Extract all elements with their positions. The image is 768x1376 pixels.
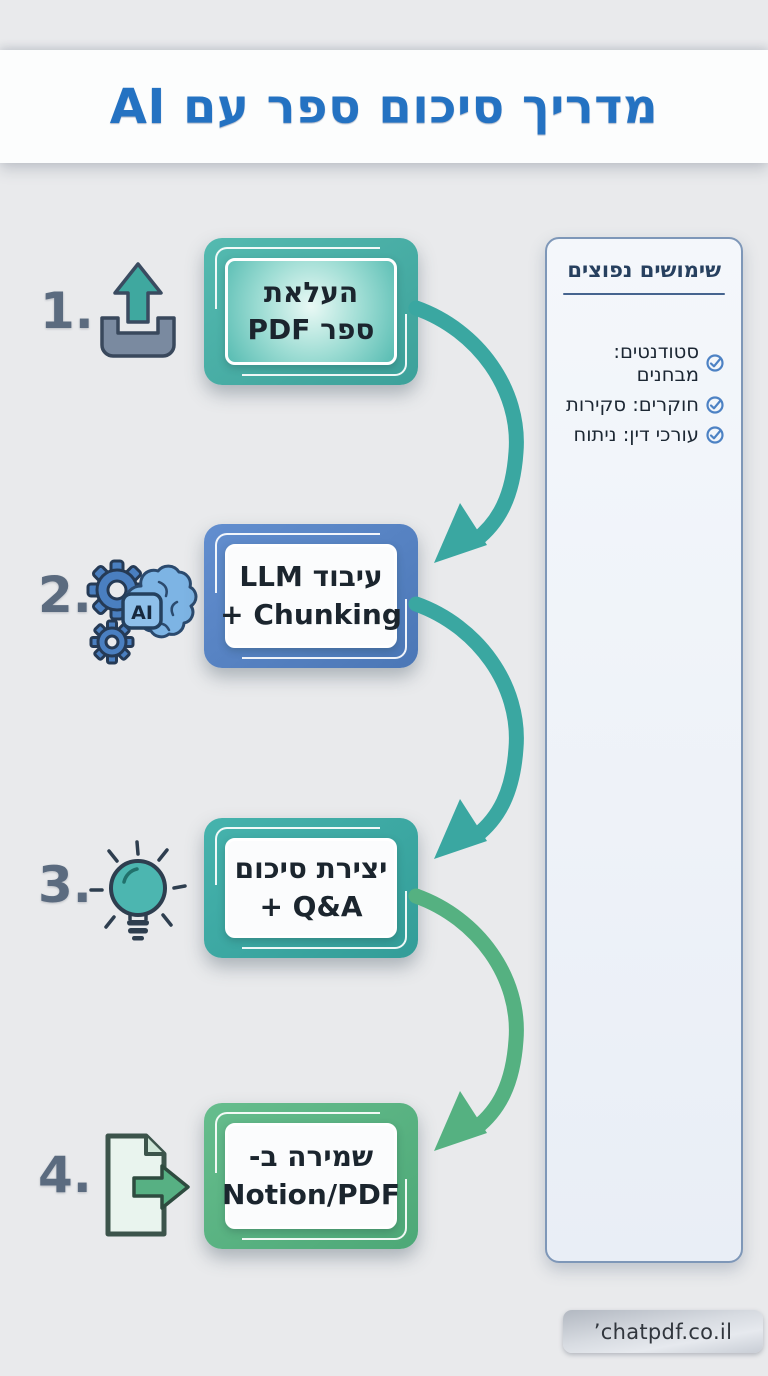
step-2-box: עיבוד LLM + Chunking <box>204 524 418 668</box>
list-item: חוקרים: סקירות <box>559 393 725 416</box>
list-item-label: עורכי דין: ניתוח <box>573 423 699 446</box>
check-circle-icon <box>705 353 725 373</box>
step-4-line-2: Notion/PDF <box>222 1177 400 1211</box>
divider <box>563 293 725 295</box>
title-band: מדריך סיכום ספר עם AI <box>0 50 768 163</box>
document-export-icon <box>92 1126 192 1250</box>
check-circle-icon <box>705 395 725 415</box>
flow-arrow-3-icon <box>408 888 524 1151</box>
step-1-label-card: העלאת ספר PDF <box>225 258 397 365</box>
flow-arrow-2-icon <box>408 596 524 859</box>
common-uses-title: שימושים נפוצים <box>567 258 721 282</box>
list-item-label: חוקרים: סקירות <box>566 393 699 416</box>
step-2-label-card: עיבוד LLM + Chunking <box>220 544 402 648</box>
step-3-label-card: יצירת סיכום + Q&A <box>225 838 397 938</box>
list-item: סטודנטים: מבחנים <box>559 340 725 386</box>
step-1-line-1: העלאת <box>263 275 359 309</box>
step-1-box: העלאת ספר PDF <box>204 238 418 385</box>
flow-arrow-1-icon <box>408 300 524 563</box>
step-3-line-2: + Q&A <box>259 889 363 923</box>
list-item-label: סטודנטים: מבחנים <box>613 340 699 386</box>
step-4-line-1: שמירה ב- <box>248 1140 374 1174</box>
check-circle-icon <box>705 425 725 445</box>
step-4-number: 4. <box>38 1146 92 1204</box>
page-title: מדריך סיכום ספר עם AI <box>109 78 659 135</box>
step-2-line-2: + Chunking <box>220 597 402 631</box>
list-item: עורכי דין: ניתוח <box>559 423 725 446</box>
svg-text:AI: AI <box>131 602 153 624</box>
step-3-box: יצירת סיכום + Q&A <box>204 818 418 958</box>
lightbulb-icon <box>86 838 190 964</box>
step-3-line-1: יצירת סיכום <box>234 852 388 886</box>
site-badge[interactable]: ’chatpdf.co.il <box>563 1310 763 1353</box>
ai-gear-brain-icon: AI <box>85 548 199 672</box>
step-2-line-1: עיבוד LLM <box>239 560 383 594</box>
step-4-label-card: שמירה ב- Notion/PDF <box>222 1123 400 1229</box>
step-3-number: 3. <box>38 856 92 914</box>
step-1-line-2: ספר PDF <box>247 313 375 346</box>
step-4-box: שמירה ב- Notion/PDF <box>204 1103 418 1249</box>
common-uses-list: סטודנטים: מבחנים חוקרים: סקירות עורכי די… <box>559 340 725 446</box>
common-uses-panel: שימושים נפוצים סטודנטים: מבחנים חוקרים: … <box>545 237 743 1263</box>
site-url: ’chatpdf.co.il <box>593 1319 733 1344</box>
upload-icon <box>92 258 184 374</box>
step-2-number: 2. <box>38 566 92 624</box>
step-1-number: 1. <box>40 282 94 340</box>
